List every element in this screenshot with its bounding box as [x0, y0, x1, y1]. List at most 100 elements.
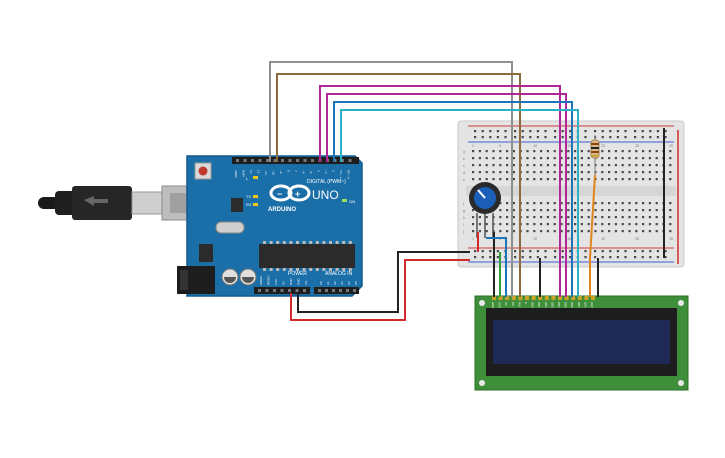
breadboard-hole[interactable]: [504, 130, 507, 133]
breadboard-hole[interactable]: [485, 171, 488, 174]
breadboard-hole[interactable]: [669, 216, 672, 219]
breadboard-hole[interactable]: [529, 256, 532, 259]
breadboard-hole[interactable]: [635, 216, 638, 219]
breadboard-hole[interactable]: [521, 130, 524, 133]
breadboard-hole[interactable]: [553, 216, 556, 219]
breadboard-hole[interactable]: [649, 136, 652, 139]
breadboard-hole[interactable]: [569, 250, 572, 253]
lcd-pin[interactable]: [505, 296, 510, 300]
breadboard-hole[interactable]: [621, 164, 624, 167]
breadboard-hole[interactable]: [648, 230, 651, 233]
breadboard-hole[interactable]: [512, 178, 515, 181]
breadboard-hole[interactable]: [536, 136, 539, 139]
breadboard-hole[interactable]: [648, 202, 651, 205]
breadboard-hole[interactable]: [628, 202, 631, 205]
breadboard-hole[interactable]: [560, 209, 563, 212]
breadboard-hole[interactable]: [512, 202, 515, 205]
breadboard-hole[interactable]: [567, 230, 570, 233]
wire-brown[interactable]: [276, 73, 521, 162]
breadboard-hole[interactable]: [506, 230, 509, 233]
breadboard-hole[interactable]: [635, 209, 638, 212]
breadboard-hole[interactable]: [492, 150, 495, 153]
breadboard-hole[interactable]: [546, 164, 549, 167]
breadboard-hole[interactable]: [634, 130, 637, 133]
breadboard-hole[interactable]: [512, 157, 515, 160]
breadboard-hole[interactable]: [514, 256, 517, 259]
breadboard-hole[interactable]: [496, 130, 499, 133]
breadboard-hole[interactable]: [546, 150, 549, 153]
breadboard-hole[interactable]: [560, 223, 563, 226]
breadboard-hole[interactable]: [634, 250, 637, 253]
breadboard-hole[interactable]: [478, 164, 481, 167]
digital-pin[interactable]: [348, 159, 352, 162]
breadboard-hole[interactable]: [616, 256, 619, 259]
breadboard-hole[interactable]: [506, 150, 509, 153]
breadboard-hole[interactable]: [529, 136, 532, 139]
breadboard-hole[interactable]: [601, 216, 604, 219]
breadboard-hole[interactable]: [628, 209, 631, 212]
breadboard-hole[interactable]: [587, 209, 590, 212]
breadboard-hole[interactable]: [481, 256, 484, 259]
breadboard-hole[interactable]: [472, 164, 475, 167]
breadboard-hole[interactable]: [485, 230, 488, 233]
breadboard-hole[interactable]: [512, 150, 515, 153]
breadboard-hole[interactable]: [536, 256, 539, 259]
analog-pin[interactable]: [325, 289, 328, 292]
breadboard-hole[interactable]: [574, 157, 577, 160]
breadboard-hole[interactable]: [574, 178, 577, 181]
breadboard-hole[interactable]: [561, 256, 564, 259]
power-pin[interactable]: [288, 289, 291, 292]
breadboard-hole[interactable]: [584, 136, 587, 139]
breadboard-hole[interactable]: [489, 250, 492, 253]
breadboard-hole[interactable]: [574, 230, 577, 233]
breadboard-hole[interactable]: [655, 178, 658, 181]
breadboard-hole[interactable]: [628, 230, 631, 233]
digital-pin[interactable]: [266, 159, 269, 162]
breadboard-hole[interactable]: [614, 209, 617, 212]
wire-cyan-1[interactable]: [340, 109, 579, 162]
lcd-pin[interactable]: [551, 296, 556, 300]
breadboard-hole[interactable]: [485, 150, 488, 153]
breadboard-hole[interactable]: [481, 130, 484, 133]
digital-pin[interactable]: [311, 159, 314, 162]
breadboard-hole[interactable]: [669, 230, 672, 233]
breadboard-hole[interactable]: [642, 164, 645, 167]
breadboard-hole[interactable]: [492, 171, 495, 174]
breadboard-hole[interactable]: [512, 223, 515, 226]
breadboard-hole[interactable]: [628, 157, 631, 160]
breadboard-hole[interactable]: [621, 223, 624, 226]
breadboard-hole[interactable]: [621, 150, 624, 153]
breadboard-hole[interactable]: [601, 150, 604, 153]
breadboard-hole[interactable]: [481, 136, 484, 139]
breadboard-hole[interactable]: [485, 178, 488, 181]
breadboard-hole[interactable]: [560, 171, 563, 174]
breadboard-hole[interactable]: [512, 216, 515, 219]
breadboard-hole[interactable]: [649, 256, 652, 259]
breadboard-hole[interactable]: [567, 209, 570, 212]
breadboard-hole[interactable]: [540, 230, 543, 233]
breadboard-hole[interactable]: [642, 230, 645, 233]
breadboard-hole[interactable]: [580, 164, 583, 167]
breadboard-hole[interactable]: [608, 202, 611, 205]
lcd-pin[interactable]: [584, 296, 589, 300]
breadboard-hole[interactable]: [635, 150, 638, 153]
breadboard-hole[interactable]: [608, 178, 611, 181]
breadboard-hole[interactable]: [648, 178, 651, 181]
breadboard-hole[interactable]: [624, 136, 627, 139]
breadboard-hole[interactable]: [526, 164, 529, 167]
breadboard-hole[interactable]: [655, 230, 658, 233]
digital-pin[interactable]: [288, 159, 292, 162]
digital-pin[interactable]: [243, 159, 247, 162]
breadboard-hole[interactable]: [608, 164, 611, 167]
breadboard-hole[interactable]: [499, 150, 502, 153]
breadboard-hole[interactable]: [553, 150, 556, 153]
breadboard-hole[interactable]: [554, 136, 557, 139]
breadboard-hole[interactable]: [526, 157, 529, 160]
breadboard-hole[interactable]: [512, 209, 515, 212]
lcd-pin[interactable]: [498, 296, 503, 300]
breadboard-hole[interactable]: [529, 250, 532, 253]
breadboard-hole[interactable]: [499, 216, 502, 219]
breadboard-hole[interactable]: [642, 209, 645, 212]
breadboard-hole[interactable]: [614, 150, 617, 153]
breadboard-hole[interactable]: [624, 256, 627, 259]
